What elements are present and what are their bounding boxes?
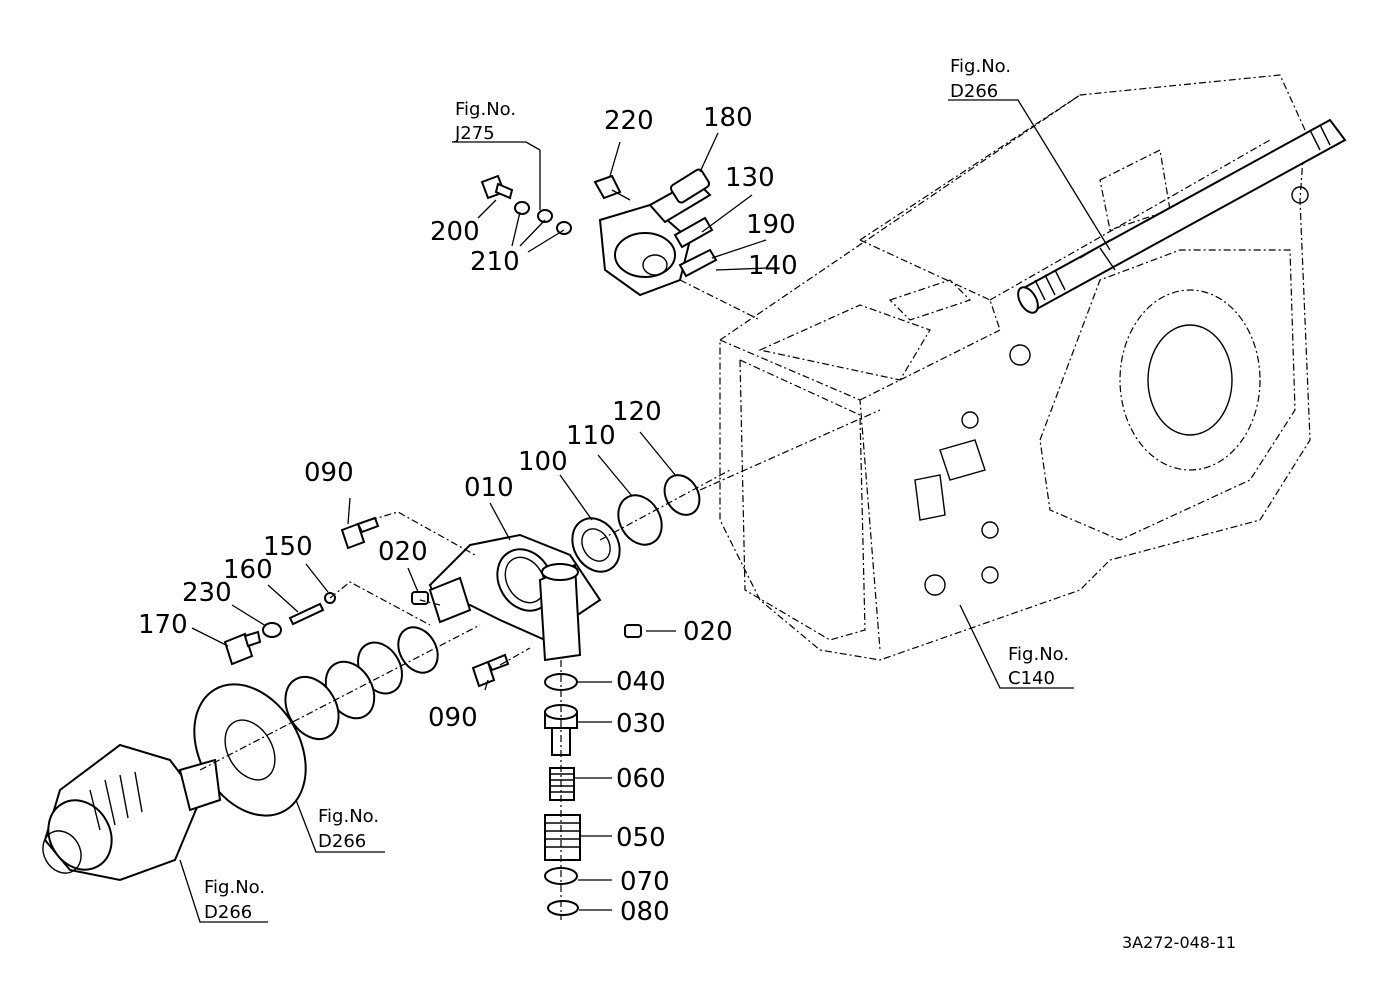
label-130: 130 [725, 163, 775, 193]
valve-assembly [593, 168, 718, 297]
fig-ref-d266-low-title: Fig.No. [204, 877, 265, 898]
fig-ref-d266-top-number: D266 [950, 81, 998, 102]
label-110: 110 [566, 421, 616, 451]
label-030: 030 [616, 709, 666, 739]
label-070: 070 [620, 867, 670, 897]
bolt-200 [480, 174, 514, 200]
spring-050 [544, 814, 581, 861]
label-010: 010 [464, 473, 514, 503]
label-230: 230 [182, 578, 232, 608]
bearing-100 [571, 517, 621, 573]
label-060: 060 [616, 764, 666, 794]
fig-ref-c140-number: C140 [1008, 668, 1055, 689]
label-180: 180 [703, 103, 753, 133]
fig-ref-d266-mid-title: Fig.No. [318, 806, 379, 827]
figure-ref-lines [179, 99, 1111, 923]
label-020-right: 020 [683, 617, 733, 647]
label-040: 040 [616, 667, 666, 697]
seal-ring-1 [397, 626, 439, 674]
figure-reference-labels: Fig.No. J275 Fig.No. D266 Fig.No. C140 F… [204, 56, 1069, 923]
label-090-upper: 090 [304, 458, 354, 488]
fig-ref-j275-number: J275 [454, 123, 495, 144]
label-150: 150 [263, 532, 313, 562]
label-200: 200 [430, 217, 480, 247]
snap-ring-080 [547, 900, 579, 916]
part-number-labels: 010 020 020 030 040 050 060 070 080 090 … [138, 103, 798, 927]
plug-020-right [624, 624, 642, 638]
bolt-090-lower [471, 653, 510, 688]
label-140: 140 [748, 251, 798, 281]
label-080: 080 [620, 897, 670, 927]
fig-ref-d266-low-number: D266 [204, 902, 252, 923]
spring-060 [549, 767, 575, 801]
label-120: 120 [612, 397, 662, 427]
drawing-code: 3A272-048-11 [1122, 933, 1236, 952]
label-210: 210 [470, 247, 520, 277]
label-170: 170 [138, 610, 188, 640]
hub-assembly [42, 743, 222, 882]
ring-110 [617, 494, 663, 546]
label-220: 220 [604, 106, 654, 136]
label-190: 190 [746, 210, 796, 240]
plug-020-left [411, 591, 429, 605]
ring-120 [663, 474, 701, 516]
bolt-090-upper [340, 516, 380, 550]
label-100: 100 [518, 447, 568, 477]
label-160: 160 [223, 555, 273, 585]
washers-210 [514, 201, 572, 235]
label-050: 050 [616, 823, 666, 853]
fig-ref-j275-title: Fig.No. [455, 99, 516, 120]
plug-170 [223, 630, 262, 666]
label-020-left: 020 [378, 537, 428, 567]
fig-ref-d266-top-title: Fig.No. [950, 56, 1011, 77]
main-shaft [1017, 118, 1347, 314]
fig-ref-d266-mid-number: D266 [318, 831, 366, 852]
guide-lines [199, 279, 881, 920]
leader-lines [191, 132, 769, 911]
spring-160 [288, 602, 325, 626]
clutch-housing-010 [428, 533, 602, 662]
washer-230 [262, 622, 282, 638]
label-090-lower: 090 [428, 703, 478, 733]
transmission-case [719, 74, 1311, 661]
fig-ref-c140-title: Fig.No. [1008, 644, 1069, 665]
